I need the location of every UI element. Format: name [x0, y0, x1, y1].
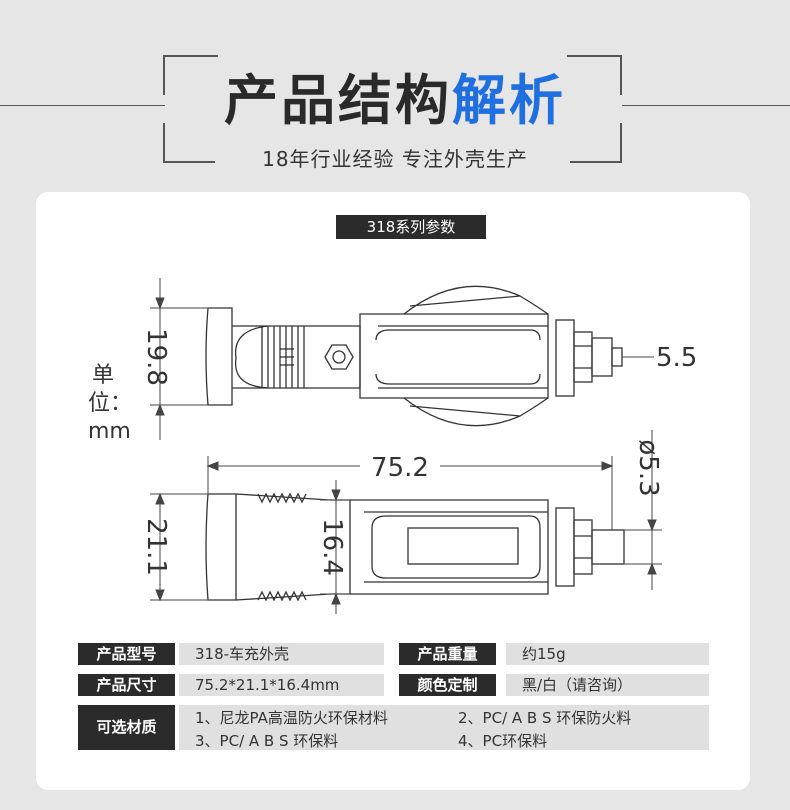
frame-corner-top-left [163, 55, 165, 95]
size-label: 产品尺寸 [78, 674, 175, 696]
title-main: 产品结构 [224, 69, 452, 132]
frame-corner-bottom-right [620, 123, 622, 163]
material-label: 可选材质 [78, 705, 175, 750]
frame-corner-top-left-h [163, 55, 218, 57]
material-item: 2、PC/ A B S 环保防火料 [458, 709, 632, 727]
frame-line-right-top [622, 105, 790, 106]
material-item: 1、尼龙PA高温防火环保材料 [195, 709, 388, 727]
dim-tip-diameter: ø5.3 [633, 439, 663, 496]
material-values: 1、尼龙PA高温防火环保材料 2、PC/ A B S 环保防火料 3、PC/ A… [179, 705, 709, 750]
frame-corner-bottom-left [163, 123, 165, 163]
model-value: 318-车充外壳 [179, 643, 384, 665]
series-tag: 318系列参数 [336, 215, 486, 239]
page-subtitle: 18年行业经验 专注外壳生产 [262, 147, 528, 171]
material-item: 4、PC环保料 [458, 732, 548, 750]
page-title: 产品结构解析 [0, 66, 790, 136]
dim-tip-length: 5.5 [656, 343, 697, 373]
model-label: 产品型号 [78, 643, 175, 665]
top-view-outline [205, 285, 623, 427]
color-value: 黑/白（请咨询） [506, 674, 709, 696]
frame-line-left-top [0, 105, 165, 106]
side-view-outline [205, 492, 625, 602]
frame-corner-bottom-left-h [163, 161, 215, 163]
size-value: 75.2*21.1*16.4mm [179, 674, 384, 696]
title-accent: 解析 [452, 69, 566, 132]
dim-height-side: 21.1 [141, 518, 171, 576]
dim-body-height: 16.4 [317, 518, 347, 576]
material-item: 3、PC/ A B S 环保料 [195, 732, 339, 750]
dimension-lines [150, 278, 662, 614]
frame-corner-top-right [620, 55, 622, 95]
color-label: 颜色定制 [399, 674, 496, 696]
frame-corner-top-right-h [567, 55, 622, 57]
unit-label: 单位：mm [88, 363, 133, 444]
page-header: 产品结构解析 18年行业经验 专注外壳生产 [0, 0, 790, 190]
frame-corner-bottom-right-h [570, 161, 622, 163]
weight-value: 约15g [506, 643, 709, 665]
dim-total-length: 75.2 [371, 453, 429, 483]
weight-label: 产品重量 [399, 643, 496, 665]
dim-height-top: 19.8 [141, 328, 171, 386]
